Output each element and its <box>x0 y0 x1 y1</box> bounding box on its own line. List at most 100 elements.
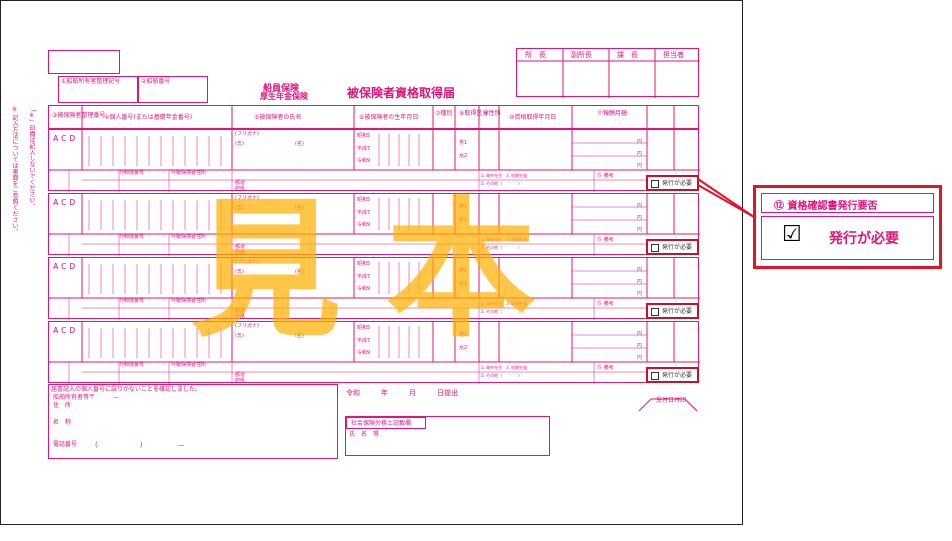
row-address-label: ⑭被保険者住所 <box>171 362 207 368</box>
cert-issue-label: 発行が必要 <box>662 308 693 315</box>
cert-checkbox[interactable] <box>651 372 659 380</box>
approval-header-4: 担当者 <box>663 51 684 59</box>
postal-mark: 〒 — <box>89 394 120 401</box>
row-acd: A C D <box>53 134 76 143</box>
cert-issue-label: 発行が必要 <box>662 372 693 379</box>
row-female: 女2 <box>459 345 468 351</box>
row-prefecture2: 府県 <box>235 378 246 384</box>
row-furigana: (フリガナ) <box>235 323 259 329</box>
header-my-number: ④個人番号(または基礎年金番号) <box>104 114 193 121</box>
cert-issue-box[interactable]: 発行が必要 <box>646 303 699 319</box>
row-reason-2: 2. その他（ ） <box>481 245 523 250</box>
row-remarks: ⑮ 備考 <box>597 301 614 307</box>
row-postal: ⑬郵便番号 <box>119 170 145 176</box>
header-acquisition-date: ⑩資格取得年月日 <box>509 114 557 121</box>
row-remarks: ⑮ 備考 <box>597 173 614 179</box>
column-header-row: ③被保険者整理番号 ④個人番号(または基礎年金番号) ⑤被保険者の氏名 ⑥被保険… <box>48 105 699 130</box>
confirm-text: 届書記入の個人番号に誤りがないことを確認しました。 <box>51 386 202 393</box>
callout-title: ⑫ 資格確認書発行要否 <box>774 201 878 212</box>
cert-checkbox[interactable] <box>651 244 659 252</box>
row-address-label: ⑭被保険者住所 <box>171 170 207 176</box>
insurance-type-line1: 船員保険 <box>263 84 300 94</box>
cert-callout: ⑫ 資格確認書発行要否 ☑ 発行が必要 <box>753 185 942 269</box>
approval-header-1: 所 長 <box>525 51 546 59</box>
cert-issue-box[interactable]: 発行が必要 <box>646 175 699 191</box>
cert-issue-box[interactable]: 発行が必要 <box>646 367 699 383</box>
row-reason-2: 2. その他（ ） <box>481 309 523 314</box>
row-yen-3: 円 <box>637 227 643 233</box>
row-reason-1: 1. 海外在住 3. 短期在留 <box>481 365 528 370</box>
header-type: ⑦種別 <box>435 110 453 117</box>
callout-checkbox[interactable]: ☑ <box>782 222 802 247</box>
callout-body: ☑ 発行が必要 <box>761 216 934 260</box>
row-female: 女2 <box>459 281 468 287</box>
row-yen-1: 円 <box>637 331 643 337</box>
row-postal: ⑬郵便番号 <box>119 362 145 368</box>
row-era-heisei: 平成7 <box>357 146 371 152</box>
row-era-showa: 昭和5 <box>357 325 371 331</box>
row-female: 女2 <box>459 153 468 159</box>
office-number-label: ②船舶番号 <box>141 78 171 85</box>
row-given-name: (名) <box>295 205 304 211</box>
row-prefecture: 都道 <box>235 244 246 250</box>
watermark-char-1: 見 <box>191 184 342 358</box>
row-given-name: (名) <box>295 333 304 339</box>
owner-phone-label: 電話番号 <box>53 441 78 448</box>
sharoushi-label-box: 社会保険労務士記載欄 <box>346 417 426 429</box>
row-address-label: ⑭被保険者住所 <box>171 234 207 240</box>
row-female: 女2 <box>459 217 468 223</box>
row-furigana: (フリガナ) <box>235 131 259 137</box>
office-number-box: ②船舶番号 <box>138 76 208 103</box>
row-yen-1: 円 <box>637 203 643 209</box>
header-insured-number: ③被保険者整理番号 <box>52 112 106 119</box>
header-category: ⑧取得区分 <box>459 110 489 117</box>
header-grid <box>81 106 675 130</box>
row-reason-2: 2. その他（ ） <box>481 373 523 378</box>
row-era-showa: 昭和5 <box>357 133 371 139</box>
header-birthdate: ⑥被保険者の生年月日 <box>359 114 419 121</box>
sharoushi-section: 社会保険労務士記載欄 氏 名 等 <box>345 416 550 456</box>
row-yen-3: 円 <box>637 355 643 361</box>
row-yen-3: 円 <box>637 163 643 169</box>
callout-option-label: 発行が必要 <box>829 231 899 247</box>
row-prefecture2: 府県 <box>235 250 246 256</box>
cert-checkbox[interactable] <box>651 308 659 316</box>
row-prefecture: 都道 <box>235 372 246 378</box>
cert-issue-label: 発行が必要 <box>662 180 693 187</box>
row-acd: A C D <box>53 198 76 207</box>
row-era-showa: 昭和5 <box>357 261 371 267</box>
office-code-label: ①船舶所有者整理記号 <box>61 78 121 85</box>
office-code-label-box: ①船舶所有者整理記号 <box>58 76 138 103</box>
row-furigana: (フリガナ) <box>235 195 259 201</box>
header-remuneration: ⑪報酬月額 <box>597 110 628 117</box>
receipt-stamp-label: 受付日付印 <box>656 397 687 404</box>
row-grid <box>49 322 700 384</box>
row-yen-2: 円 <box>637 279 643 285</box>
row-given-name: (名) <box>295 141 304 147</box>
sharoushi-label: 社会保険労務士記載欄 <box>351 420 412 427</box>
row-male: 男1 <box>459 140 468 146</box>
row-male: 男1 <box>459 332 468 338</box>
row-reason-1: 1. 海外在住 3. 短期在留 <box>481 301 528 306</box>
row-yen-3: 円 <box>637 291 643 297</box>
row-era-heisei: 平成7 <box>357 274 371 280</box>
header-name: ⑤被保険者の氏名 <box>254 114 302 121</box>
cert-checkbox[interactable] <box>651 180 659 188</box>
row-yen-2: 円 <box>637 215 643 221</box>
callout-head: ⑫ 資格確認書発行要否 <box>761 193 934 213</box>
side-note-2: 「※」印欄は記入しないでください。 <box>28 106 35 209</box>
row-prefecture: 都道 <box>235 180 246 186</box>
submit-date: 令和 年 月 日提出 <box>346 389 458 397</box>
approval-table: 所 長 副所長 課 長 担当者 <box>516 48 700 98</box>
row-era-heisei: 平成7 <box>357 338 371 344</box>
row-era-reiwa: 令和9 <box>357 222 371 228</box>
approval-header-2: 副所長 <box>571 51 592 59</box>
cert-issue-box[interactable]: 発行が必要 <box>646 239 699 255</box>
row-remarks: ⑮ 備考 <box>597 237 614 243</box>
row-postal: ⑬郵便番号 <box>119 234 145 240</box>
header-gender: ⑨性別 <box>483 110 501 117</box>
row-surname: (氏) <box>235 269 244 275</box>
owner-section: 届書記入の個人番号に誤りがないことを確認しました。 船舶所有者等 〒 — 住 所… <box>48 384 338 459</box>
